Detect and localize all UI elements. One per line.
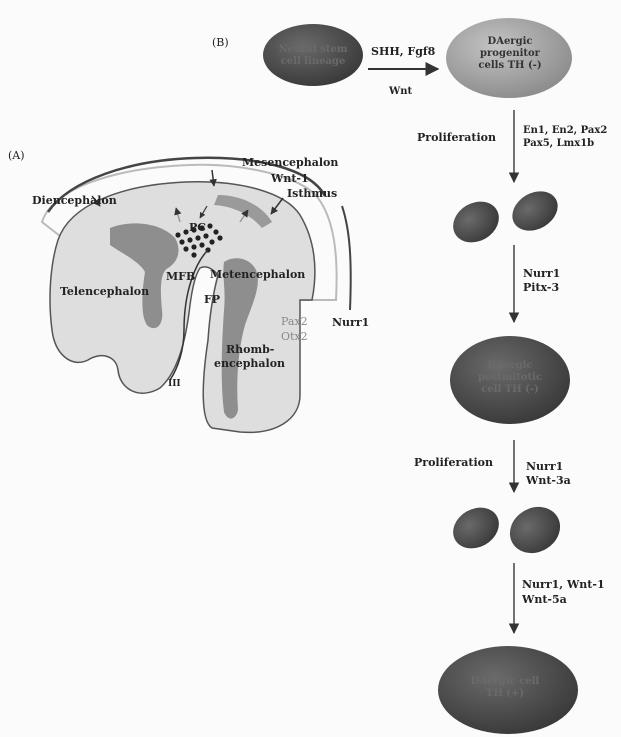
dividing-cell-2a [446, 500, 507, 557]
dividing-cell-2b [501, 498, 568, 562]
label-mesencephalon: Mesencephalon [242, 156, 338, 169]
stem-cell-text-2: cell lineage [270, 56, 356, 68]
label-pax2: Pax2 [281, 315, 308, 328]
label-pc: PC [189, 221, 206, 234]
dividing-cell-1b [505, 183, 565, 238]
final-cell-text-2: TH (+) [450, 688, 560, 700]
factors-3-line2: Wnt-3a [526, 474, 571, 487]
postmitotic-text-2: postmitotic [460, 372, 560, 384]
label-fp: FP [204, 293, 220, 306]
label-isthmus: Isthmus [287, 187, 337, 200]
postmitotic-text-1: DAergic [460, 360, 560, 372]
label-wnt1: Wnt-1 [271, 172, 309, 185]
final-cell-text-1: DAergic cell [450, 676, 560, 688]
label-proliferation-2: Proliferation [414, 456, 493, 469]
label-wnt: Wnt [389, 85, 412, 98]
factors-3-line1: Nurr1 [526, 460, 563, 473]
label-iii: III [168, 378, 181, 391]
stem-cell-text-1: Neural stem [270, 44, 356, 56]
label-proliferation-1: Proliferation [417, 131, 496, 144]
label-nurr1-a: Nurr1 [332, 316, 369, 329]
dividing-cell-1a [446, 194, 507, 251]
postmitotic-text-3: cell TH (-) [460, 384, 560, 396]
label-rhomb-line2: encephalon [214, 357, 285, 370]
factors-4-line1: Nurr1, Wnt-1 [522, 578, 605, 591]
factors-1-line2: Pax5, Lmx1b [523, 137, 594, 150]
factors-2-line1: Nurr1 [523, 267, 560, 280]
panel-a-letter: (A) [8, 149, 25, 162]
progenitor-text-3: cells TH (-) [460, 60, 560, 72]
panel-b-letter: (B) [212, 36, 229, 49]
brain-body [50, 182, 315, 433]
label-telencephalon: Telencephalon [60, 285, 149, 298]
progenitor-text-1: DAergic [460, 36, 560, 48]
factors-1-line1: En1, En2, Pax2 [523, 124, 607, 137]
factors-4-line2: Wnt-5a [522, 593, 567, 606]
brain-outer-line-right [342, 206, 351, 310]
label-metencephalon: Metencephalon [210, 268, 305, 281]
progenitor-text-2: progenitor [460, 48, 560, 60]
label-otx2: Otx2 [281, 330, 308, 343]
label-mfb: MFB [166, 270, 195, 283]
label-diencephalon: Diencephalon [32, 194, 117, 207]
label-shh-fgf8: SHH, Fgf8 [371, 45, 435, 58]
factors-2-line2: Pitx-3 [523, 281, 559, 294]
label-rhomb-line1: Rhomb- [226, 343, 274, 356]
